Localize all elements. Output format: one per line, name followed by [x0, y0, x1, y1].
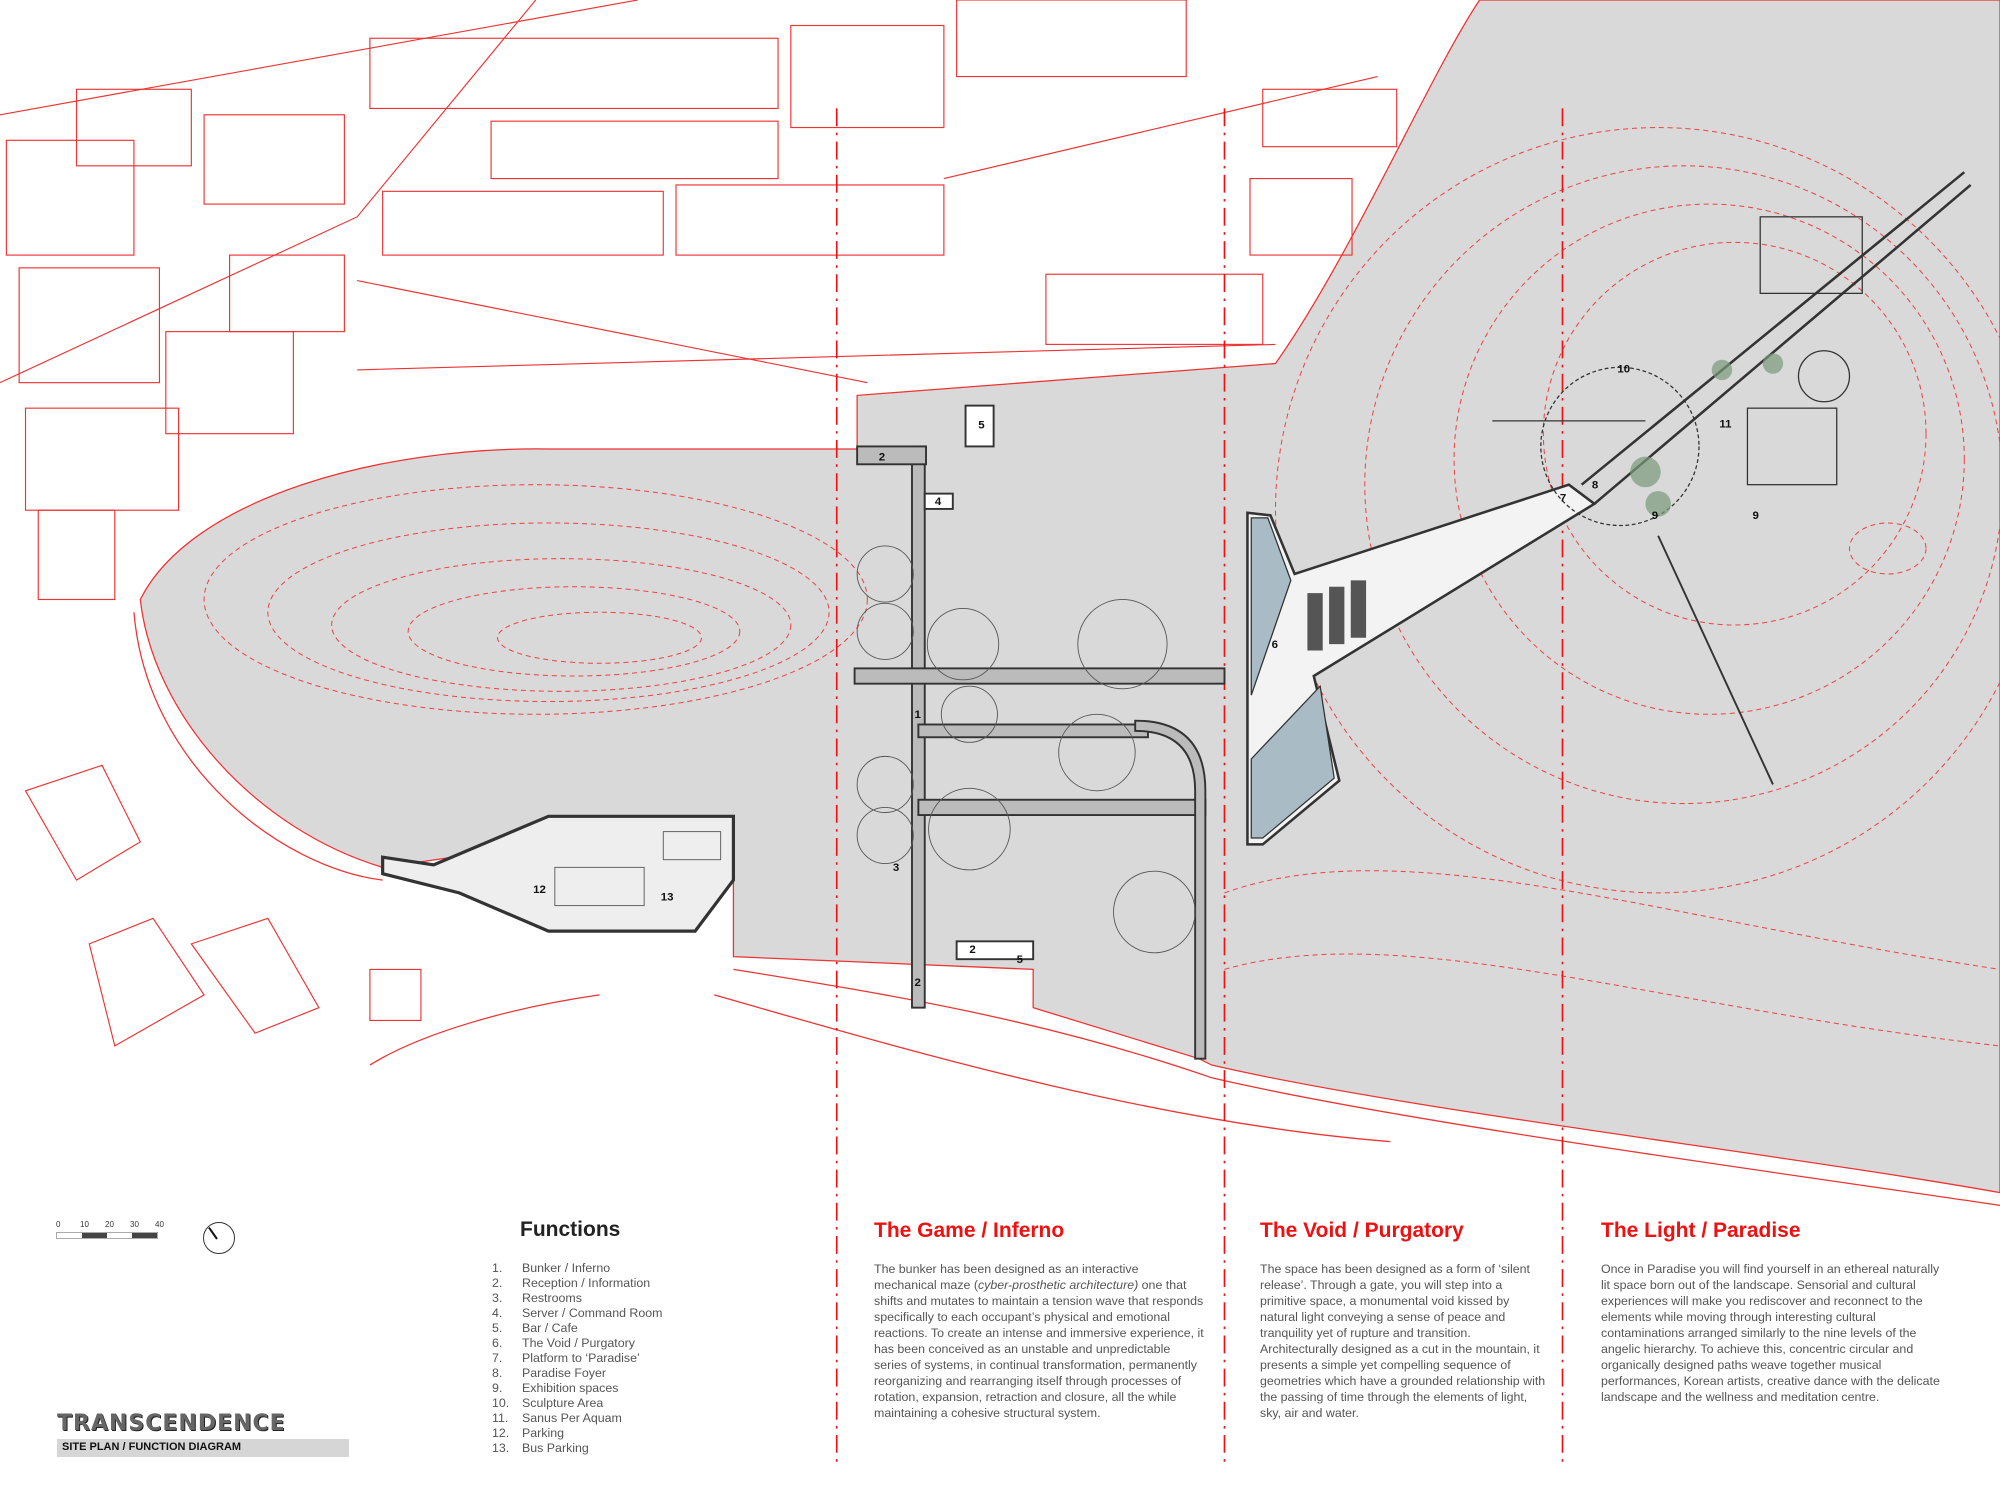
function-number: 5. — [492, 1321, 503, 1335]
function-label: Paradise Foyer — [522, 1366, 607, 1380]
scale-tick: 10 — [80, 1220, 89, 1229]
function-number: 11. — [492, 1411, 509, 1425]
void-pool-upper — [1250, 517, 1292, 696]
void-structure — [1246, 483, 1597, 846]
function-number: 13. — [492, 1441, 510, 1455]
light-description: Once in Paradise you will find yourself … — [1601, 1262, 1940, 1404]
function-item: 4. Server / Command Room — [492, 1306, 662, 1321]
function-item: 13. Bus Parking — [492, 1441, 662, 1456]
function-label: Exhibition spaces — [522, 1381, 619, 1395]
plan-label: 11 — [1719, 418, 1732, 430]
function-item: 10. Sculpture Area — [492, 1396, 662, 1411]
function-label: Parking — [522, 1426, 565, 1440]
function-number: 4. — [492, 1306, 503, 1320]
plan-label: 6 — [1272, 639, 1278, 651]
function-item: 3. Restrooms — [492, 1291, 662, 1306]
plan-label: 7 — [1560, 492, 1566, 504]
plan-label: 1 — [915, 709, 922, 721]
function-label: Bar / Cafe — [522, 1321, 578, 1335]
function-label: Bus Parking — [522, 1441, 589, 1455]
light-heading: The Light / Paradise — [1601, 1219, 1801, 1242]
sheet-subtitle: SITE PLAN / FUNCTION DIAGRAM — [62, 1441, 242, 1453]
plan-label: 5 — [978, 420, 985, 432]
plan-label: 4 — [935, 496, 942, 508]
project-logo: TRANSCENDENCE — [57, 1411, 286, 1436]
function-item: 6. The Void / Purgatory — [492, 1336, 662, 1351]
function-label: The Void / Purgatory — [522, 1336, 635, 1350]
function-number: 7. — [492, 1351, 503, 1365]
plan-label: 2 — [969, 944, 975, 956]
subtitle-bar: SITE PLAN / FUNCTION DIAGRAM — [57, 1439, 349, 1457]
scale-tick: 20 — [105, 1220, 114, 1229]
void-pool-lower — [1250, 684, 1335, 839]
terrain-edges — [133, 612, 2000, 1206]
function-label: Sanus Per Aquam — [522, 1411, 622, 1425]
rotating-chambers — [856, 545, 1196, 954]
void-heading: The Void / Purgatory — [1260, 1219, 1464, 1242]
function-number: 2. — [492, 1276, 503, 1290]
function-label: Sculpture Area — [522, 1396, 604, 1410]
north-arrow-icon — [203, 1222, 235, 1254]
function-number: 6. — [492, 1336, 503, 1350]
plan-label: 2 — [879, 451, 885, 463]
function-number: 10. — [492, 1396, 510, 1410]
game-description: The bunker has been designed as an inter… — [874, 1262, 1204, 1420]
scale-tick: 40 — [155, 1220, 164, 1229]
function-item: 7. Platform to ‘Paradise’ — [492, 1351, 662, 1366]
functions-heading: Functions — [520, 1218, 621, 1241]
function-item: 12. Parking — [492, 1426, 662, 1441]
function-label: Bunker / Inferno — [522, 1261, 611, 1275]
function-item: 2. Reception / Information — [492, 1276, 662, 1291]
function-number: 12. — [492, 1426, 510, 1440]
scale-tick: 0 — [56, 1220, 61, 1229]
function-label: Restrooms — [522, 1291, 582, 1305]
plan-label: 2 — [915, 977, 921, 989]
function-number: 1. — [492, 1261, 503, 1275]
plan-label: 9 — [1753, 510, 1759, 522]
functions-list: 1. Bunker / Inferno 2. Reception / Informat… — [492, 1261, 662, 1456]
parking-building — [381, 814, 736, 933]
function-label: Reception / Information — [522, 1276, 651, 1290]
bunker-maze — [853, 404, 1226, 1060]
zone-dividers — [835, 108, 1564, 1467]
void-description: The space has been designed as a form of… — [1260, 1262, 1546, 1420]
town-blocks — [0, 0, 1398, 1047]
function-number: 3. — [492, 1291, 503, 1305]
function-item: 9. Exhibition spaces — [492, 1381, 662, 1396]
plan-label: 8 — [1592, 480, 1599, 492]
function-item: 5. Bar / Cafe — [492, 1321, 662, 1336]
plan-label: 12 — [533, 884, 546, 896]
function-label: Platform to ‘Paradise’ — [522, 1351, 640, 1365]
function-item: 11. Sanus Per Aquam — [492, 1411, 662, 1426]
plan-label: 13 — [661, 892, 674, 904]
function-number: 9. — [492, 1381, 503, 1395]
paradise-trees — [1630, 353, 1784, 517]
plan-label: 9 — [1652, 510, 1658, 522]
plan-label: 5 — [1017, 954, 1024, 966]
function-label: Server / Command Room — [522, 1306, 663, 1320]
paradise-complex — [1492, 171, 1972, 785]
game-heading: The Game / Inferno — [874, 1219, 1065, 1242]
plan-label: 10 — [1617, 363, 1630, 375]
function-item: 8. Paradise Foyer — [492, 1366, 662, 1381]
function-number: 8. — [492, 1366, 503, 1380]
scale-tick: 30 — [130, 1220, 139, 1229]
plan-label: 3 — [893, 862, 899, 874]
plan-labels: 5 2 4 1 3 2 5 2 6 7 8 9 9 10 11 12 13 — [533, 363, 1759, 989]
terrain-west — [139, 0, 2000, 1194]
function-item: 1. Bunker / Inferno — [492, 1261, 662, 1276]
